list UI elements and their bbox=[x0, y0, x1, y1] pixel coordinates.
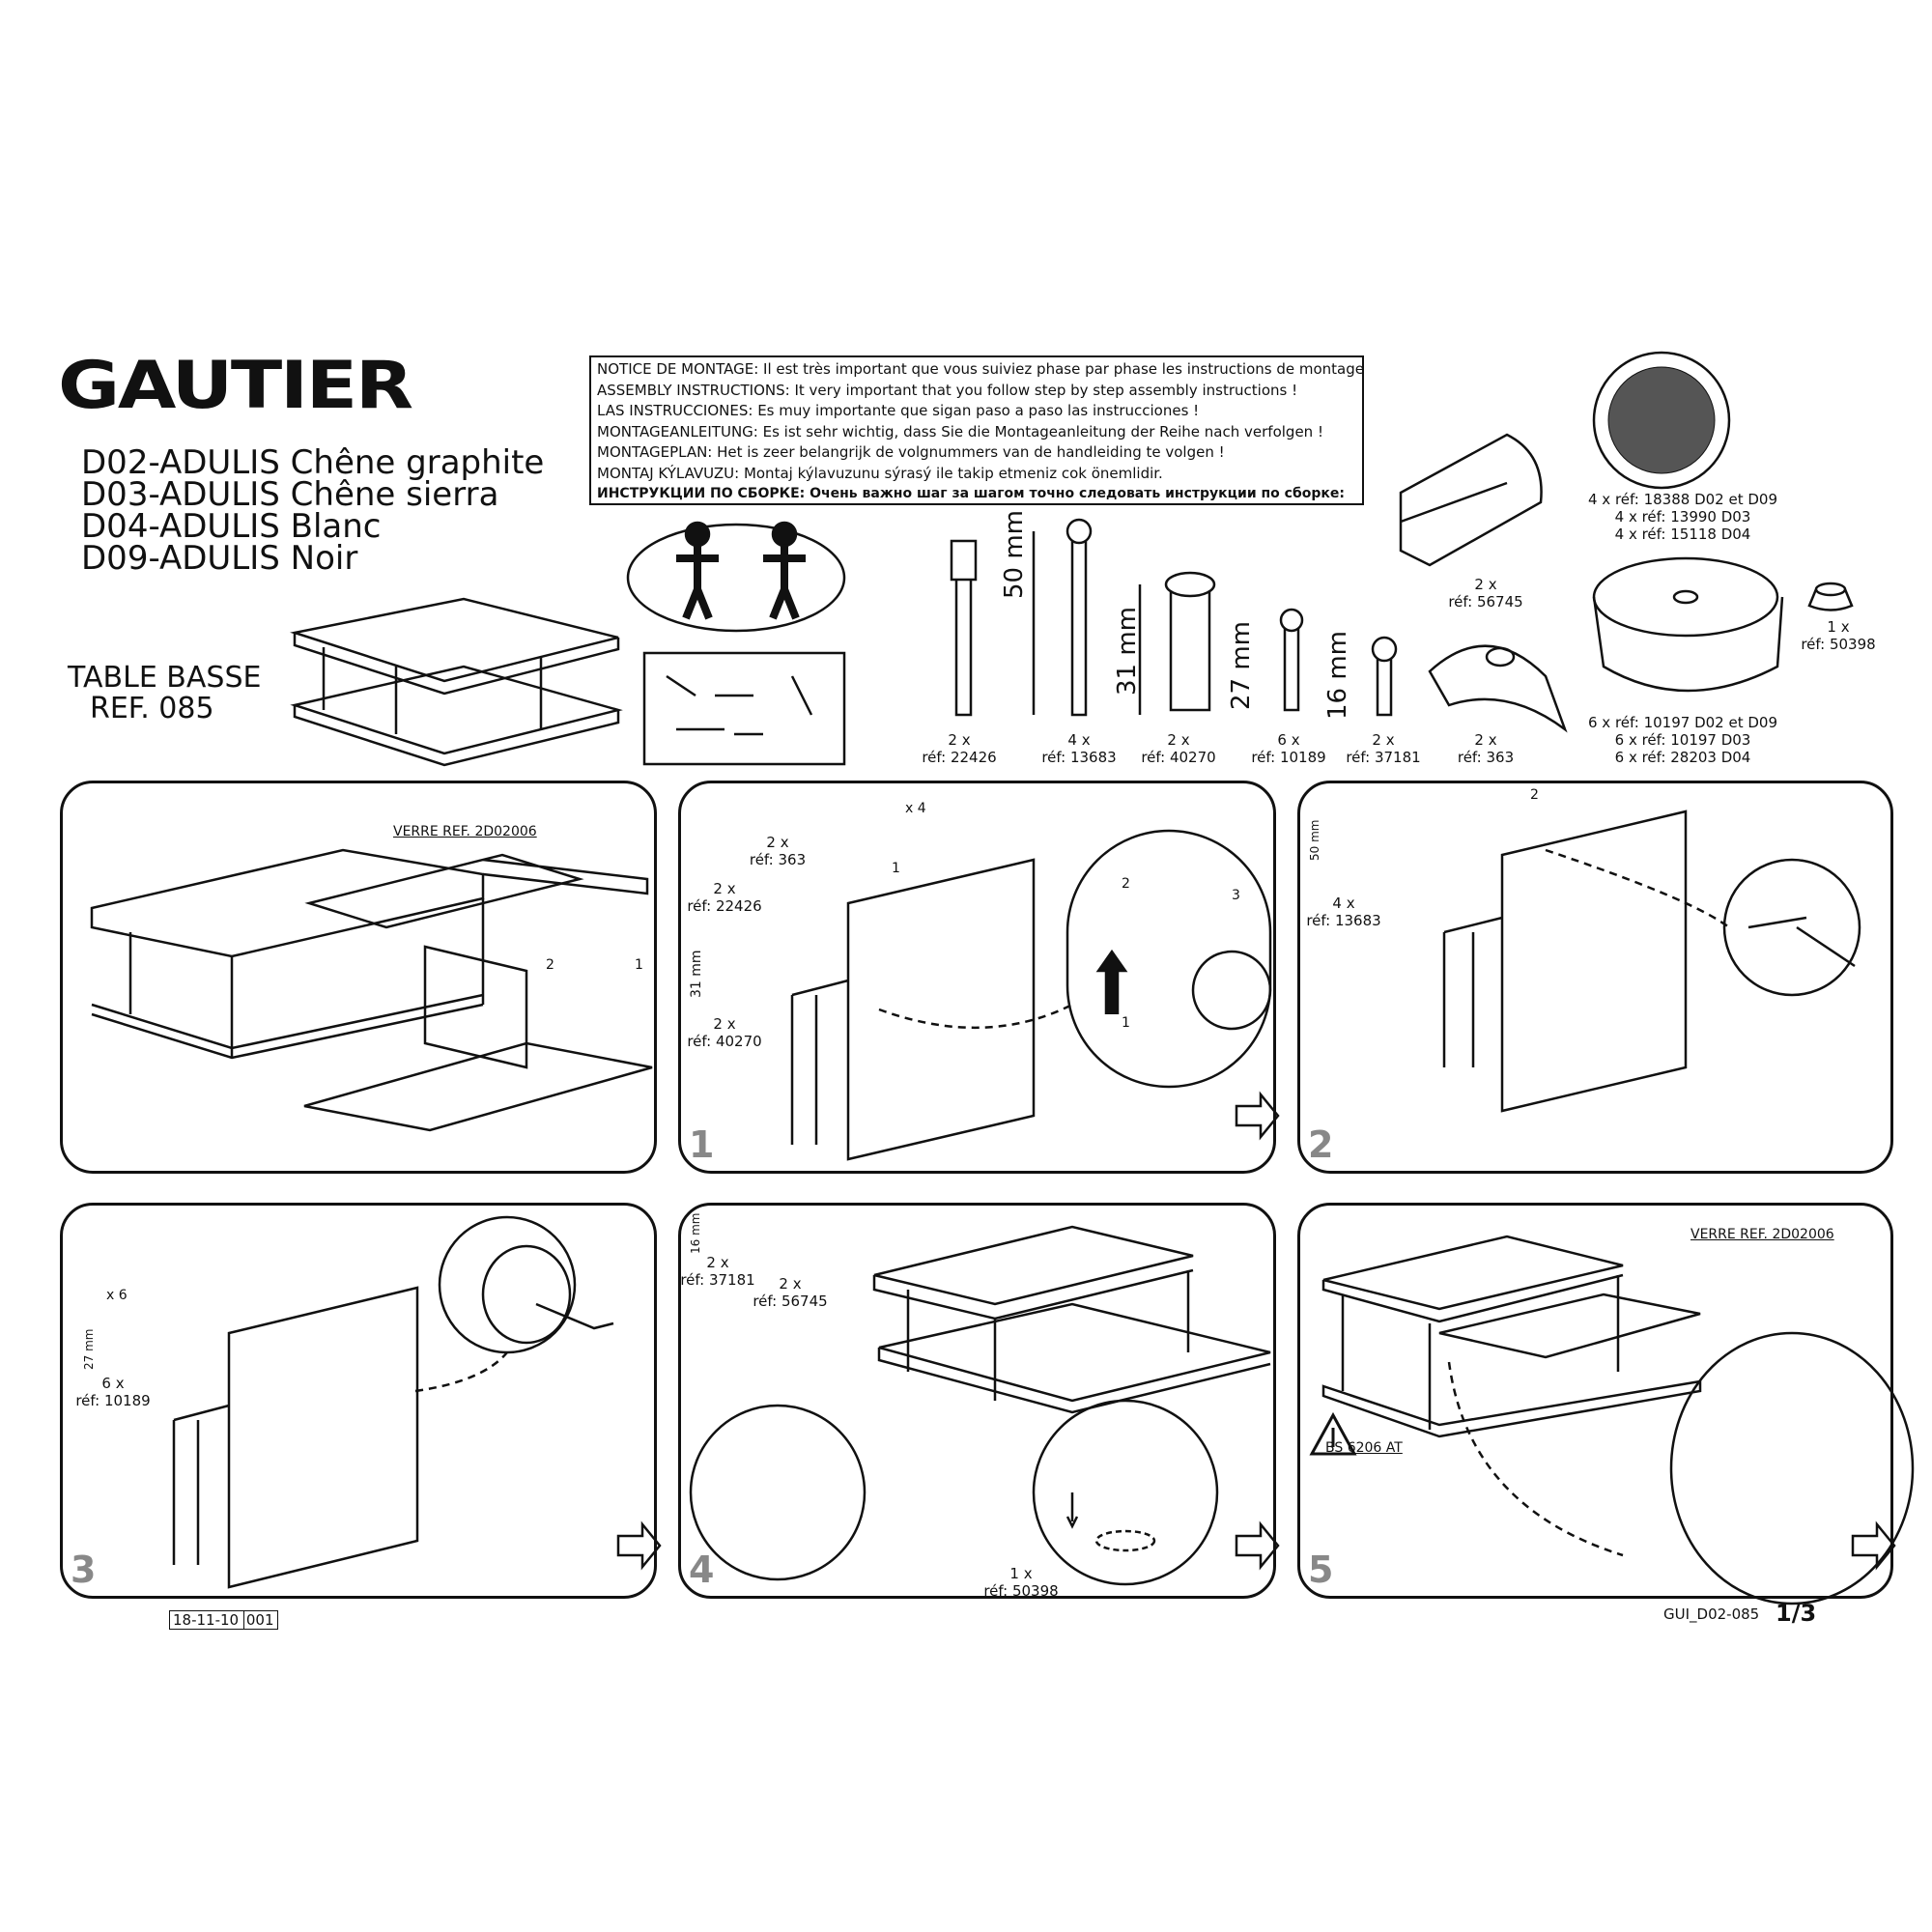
pad-icon bbox=[1807, 582, 1854, 611]
product-type: TABLE BASSE bbox=[68, 661, 262, 695]
step4-drawing bbox=[689, 1225, 1271, 1586]
cam-lock-icon bbox=[1138, 571, 1216, 715]
next-arrow-icon bbox=[616, 1520, 662, 1571]
product-line: D03-ADULIS Chêne sierra bbox=[81, 475, 499, 514]
notice-line: LAS INSTRUCCIONES: Es muy importante que… bbox=[597, 402, 1200, 419]
product-line: D04-ADULIS Blanc bbox=[81, 507, 382, 546]
notice-line: MONTAGEPLAN: Het is zeer belangrijk de v… bbox=[597, 443, 1225, 461]
size-label: 50 mm bbox=[1308, 819, 1321, 861]
two-person-icon bbox=[626, 521, 846, 633]
tools-icon bbox=[666, 674, 813, 736]
detail-number: 3 bbox=[1232, 888, 1240, 903]
step-5-panel: 5 VERRE REF. 2D02006 BS 6206 AT bbox=[1297, 1203, 1893, 1599]
next-arrow-icon bbox=[1235, 1520, 1280, 1571]
glass-reference: VERRE REF. 2D02006 bbox=[393, 824, 537, 839]
step2-drawing bbox=[1442, 810, 1861, 1113]
tools-box bbox=[642, 651, 846, 766]
part-number: 2 bbox=[1530, 787, 1539, 803]
product-reference: REF. 085 bbox=[90, 692, 214, 725]
bracket-363-icon bbox=[1428, 644, 1568, 733]
part-number: 1 bbox=[635, 957, 643, 973]
step1-drawing bbox=[790, 829, 1272, 1161]
glass-clip-icon bbox=[1399, 433, 1543, 567]
size-label: 31 mm bbox=[1113, 606, 1142, 696]
overview-panel: VERRE REF. 2D02006 2 1 bbox=[60, 781, 657, 1174]
foot-icon bbox=[1592, 556, 1784, 693]
screw-16-icon bbox=[1371, 636, 1398, 717]
size-label: 27 mm bbox=[82, 1328, 96, 1370]
detail-number: 1 bbox=[1122, 1015, 1130, 1031]
detail-number: 2 bbox=[1122, 876, 1130, 892]
document-code: GUI_D02-085 bbox=[1663, 1605, 1760, 1623]
table-illustration bbox=[290, 597, 623, 767]
cap-quantity: x 4 bbox=[905, 801, 926, 816]
foot-quantity: x 6 bbox=[106, 1288, 128, 1303]
product-line: D09-ADULIS Noir bbox=[81, 539, 358, 578]
step-number: 1 bbox=[689, 1123, 715, 1166]
step-number: 5 bbox=[1308, 1548, 1334, 1591]
step-number: 3 bbox=[71, 1548, 97, 1591]
notice-line: NOTICE DE MONTAGE: Il est très important… bbox=[597, 360, 1364, 378]
step3-drawing bbox=[172, 1215, 614, 1589]
next-arrow-icon bbox=[1851, 1520, 1896, 1571]
brand-logo: GAUTIER bbox=[58, 348, 413, 424]
glass-reference: VERRE REF. 2D02006 bbox=[1690, 1227, 1834, 1242]
size-label: 16 mm bbox=[689, 1212, 702, 1254]
cap-icon bbox=[1592, 351, 1731, 490]
revision-box: 18-11-10 001 bbox=[169, 1610, 278, 1630]
step5-drawing bbox=[1309, 1235, 1915, 1605]
long-screw-icon bbox=[1032, 518, 1093, 717]
part-number: 2 bbox=[546, 957, 554, 973]
product-line: D02-ADULIS Chêne graphite bbox=[81, 443, 545, 482]
assembly-notice: NOTICE DE MONTAGE: Il est très important… bbox=[589, 355, 1364, 505]
size-label: 27 mm bbox=[1227, 620, 1256, 710]
step-number: 4 bbox=[689, 1548, 715, 1591]
notice-line: MONTAJ KÝLAVUZU: Montaj kýlavuzunu sýras… bbox=[597, 464, 1163, 482]
dowel-screw-icon bbox=[950, 539, 978, 717]
next-arrow-icon bbox=[1235, 1091, 1280, 1141]
step-number: 2 bbox=[1308, 1123, 1334, 1166]
notice-line: ИНСТРУКЦИИ ПО СБОРКЕ: Очень важно шаг за… bbox=[597, 486, 1345, 501]
part-number: 1 bbox=[892, 861, 900, 876]
overview-drawing bbox=[90, 848, 653, 1132]
size-label: 16 mm bbox=[1323, 630, 1352, 720]
page-number: 1/3 bbox=[1776, 1600, 1817, 1627]
size-label: 50 mm bbox=[1000, 509, 1029, 599]
safety-standard: BS 6206 AT bbox=[1325, 1440, 1403, 1456]
notice-line: MONTAGEANLEITUNG: Es ist sehr wichtig, d… bbox=[597, 422, 1323, 440]
size-label: 31 mm bbox=[689, 950, 704, 998]
notice-line: ASSEMBLY INSTRUCTIONS: It very important… bbox=[597, 381, 1298, 399]
screw-27-icon bbox=[1279, 608, 1304, 712]
